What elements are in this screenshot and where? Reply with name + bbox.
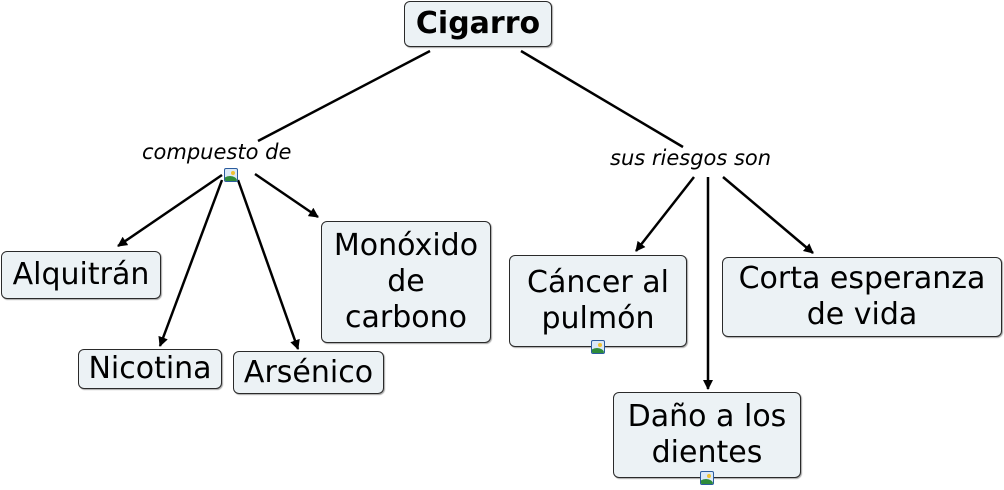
concept-corta-esperanza-de-vida[interactable]: Corta esperanza de vida <box>722 257 1002 337</box>
image-resource-icon[interactable] <box>224 168 238 182</box>
link-to-nicotina <box>158 179 224 347</box>
link-to-corta <box>722 176 814 254</box>
link-to-arsenico <box>236 179 300 350</box>
linking-phrase-compuesto-de[interactable]: compuesto de <box>142 140 292 164</box>
image-resource-icon[interactable] <box>591 340 605 354</box>
image-resource-icon[interactable] <box>700 471 714 485</box>
link-to-alquitran <box>117 173 223 248</box>
link-to-monoxido <box>254 172 319 219</box>
concept-nicotina[interactable]: Nicotina <box>78 349 222 389</box>
concept-alquitran[interactable]: Alquitrán <box>1 251 161 299</box>
link-root-composed <box>257 49 431 143</box>
concept-cigarro[interactable]: Cigarro <box>404 1 552 47</box>
linking-phrase-sus-riesgos-son[interactable]: sus riesgos son <box>610 146 772 170</box>
concept-dano-a-los-dientes[interactable]: Daño a los dientes <box>613 392 801 478</box>
concept-arsenico[interactable]: Arsénico <box>233 351 384 394</box>
concept-cancer-al-pulmon[interactable]: Cáncer al pulmón <box>509 255 687 347</box>
concept-monoxido-de-carbono[interactable]: Monóxido de carbono <box>321 221 491 343</box>
link-root-risks <box>520 49 684 149</box>
link-to-cancer <box>635 176 695 252</box>
